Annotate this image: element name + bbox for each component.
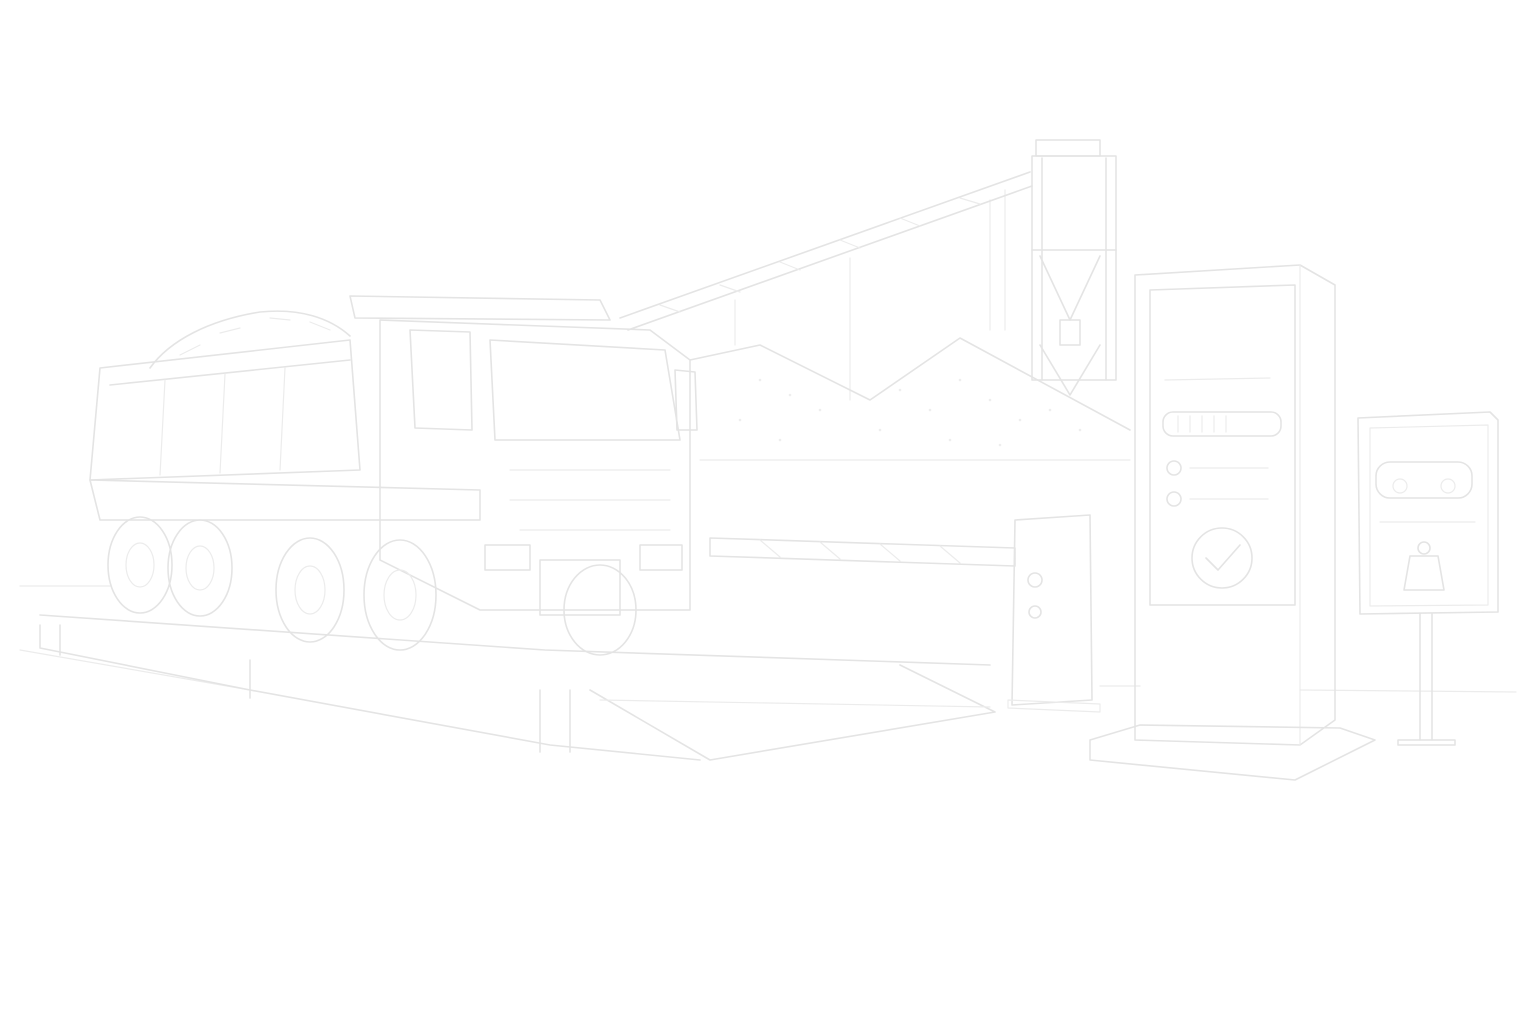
barrier-gate bbox=[709, 514, 1101, 713]
slider-bar bbox=[1162, 411, 1282, 437]
radio-options bbox=[1166, 460, 1269, 507]
truck-wheels bbox=[107, 516, 637, 656]
aggregate-piles bbox=[689, 337, 1131, 461]
weighbridge-platform bbox=[39, 614, 996, 761]
material-silo bbox=[989, 139, 1117, 396]
truck-icon bbox=[1375, 461, 1473, 499]
conveyor-belt bbox=[619, 171, 1033, 401]
weighing-terminal bbox=[1089, 264, 1376, 781]
checkmark-icon bbox=[1191, 527, 1253, 589]
dump-truck bbox=[89, 295, 698, 656]
ground-lines bbox=[19, 585, 1517, 693]
truck-weight-sign bbox=[1357, 411, 1499, 746]
weight-icon bbox=[1403, 541, 1445, 591]
